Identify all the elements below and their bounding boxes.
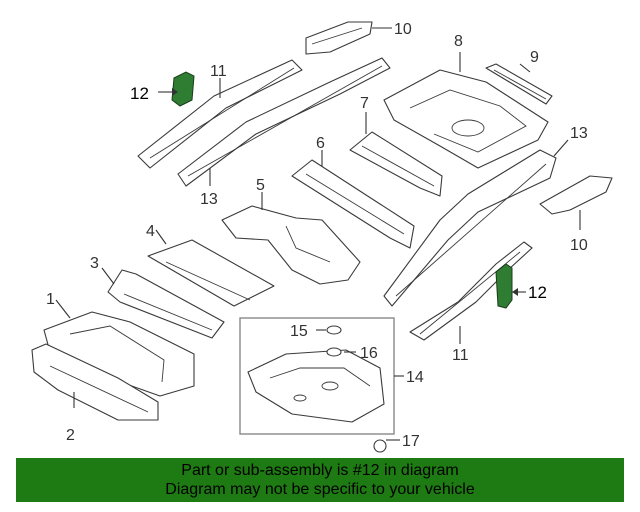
callout-5: 5 — [256, 177, 265, 194]
callout-12-upper: 12 — [130, 84, 149, 103]
callout-12-lower: 12 — [528, 283, 547, 302]
part-8 — [383, 52, 549, 169]
callout-10-top: 10 — [394, 21, 412, 38]
callout-4: 4 — [146, 223, 155, 240]
callout-2: 2 — [66, 427, 75, 444]
info-banner: Part or sub-assembly is #12 in diagram D… — [16, 458, 624, 502]
part-13-upper — [177, 57, 391, 187]
part-11-upper — [137, 59, 303, 169]
callout-10-right: 10 — [570, 237, 588, 254]
callout-7: 7 — [360, 95, 369, 112]
callout-11-upper: 11 — [210, 63, 227, 80]
callout-1: 1 — [46, 291, 55, 308]
part-17-clip — [373, 439, 400, 453]
part-6 — [291, 150, 415, 249]
callout-17: 17 — [402, 433, 420, 450]
callout-16: 16 — [360, 345, 378, 362]
part-4 — [147, 229, 275, 307]
callout-15: 15 — [290, 323, 308, 340]
part-5 — [221, 192, 361, 285]
callout-13-upper: 13 — [200, 191, 218, 208]
callout-3: 3 — [90, 255, 99, 272]
callout-13-right: 13 — [570, 125, 588, 142]
part-10-top — [305, 21, 392, 55]
part-12-lower-highlight — [495, 263, 526, 309]
part-7 — [349, 112, 443, 197]
part-16-washer — [326, 347, 356, 357]
callout-8: 8 — [454, 33, 463, 50]
part-12-upper-highlight — [158, 71, 195, 107]
callout-14: 14 — [406, 369, 424, 386]
part-15-washer — [316, 325, 342, 335]
banner-line-1: Part or sub-assembly is #12 in diagram — [181, 462, 459, 479]
callout-6: 6 — [316, 135, 325, 152]
callout-9: 9 — [530, 49, 539, 66]
callout-11-lower: 11 — [452, 347, 469, 364]
part-2 — [31, 343, 159, 421]
part-13-right — [383, 139, 569, 307]
part-10-right — [539, 175, 613, 230]
banner-line-2: Diagram may not be specific to your vehi… — [165, 481, 475, 498]
part-9 — [485, 63, 553, 105]
part-14-group — [239, 317, 404, 435]
part-3 — [101, 267, 225, 339]
